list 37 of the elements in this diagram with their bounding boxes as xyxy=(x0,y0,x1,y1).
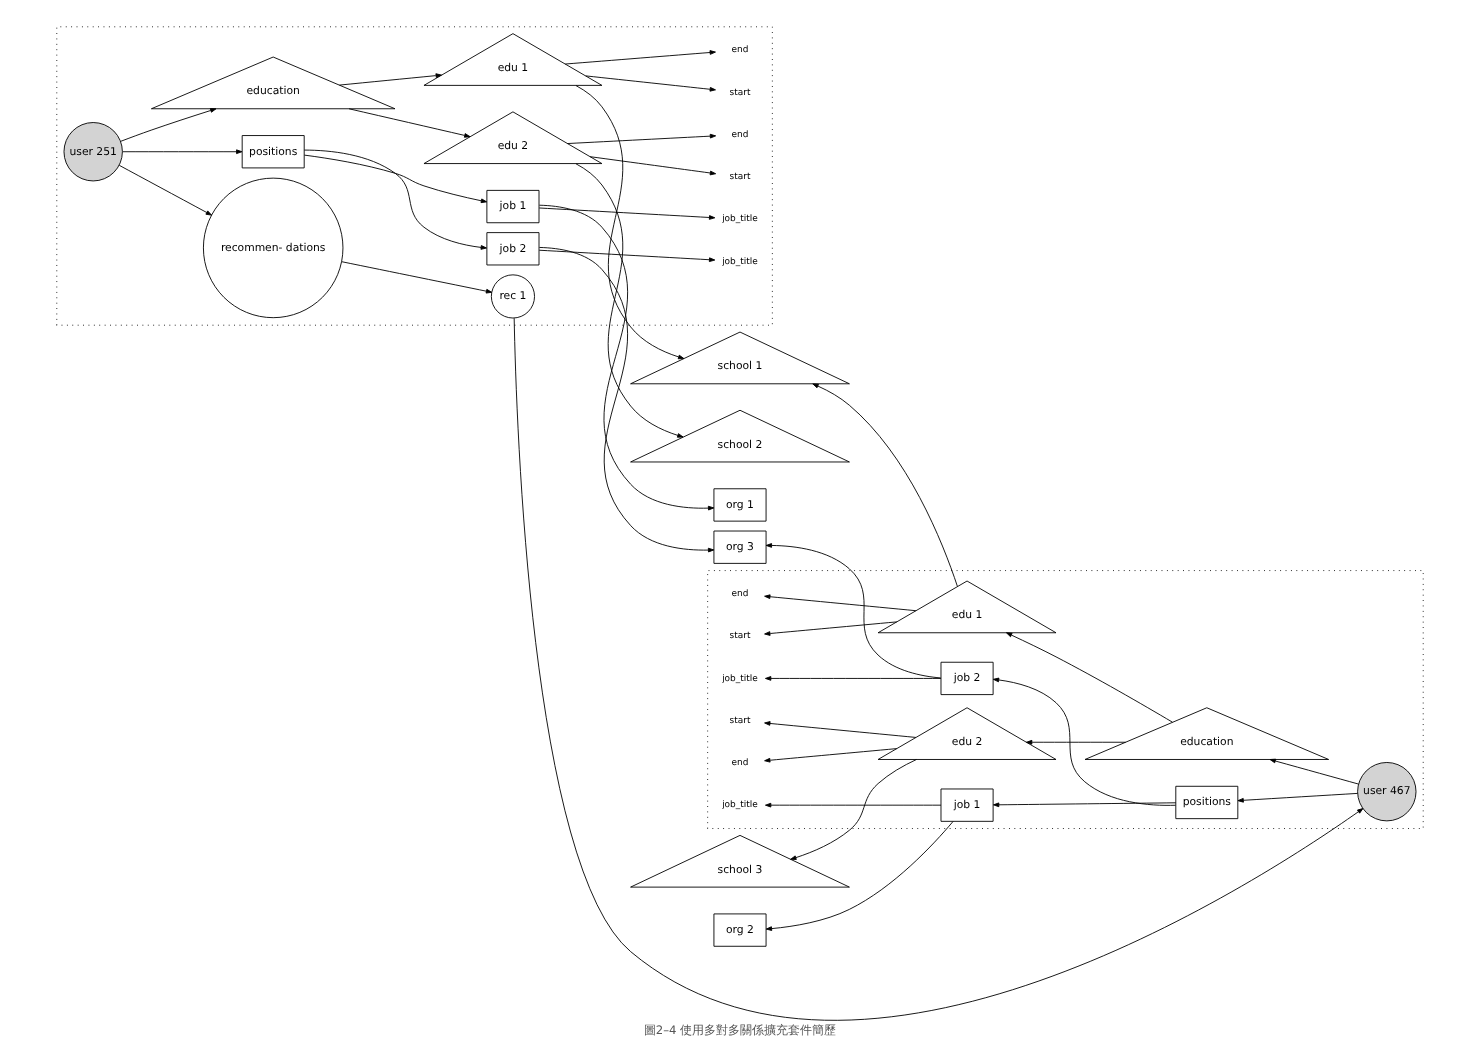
arrow xyxy=(341,261,493,294)
arrow xyxy=(764,721,917,738)
arrow xyxy=(122,149,243,155)
arrow xyxy=(1237,792,1359,803)
arrow xyxy=(812,383,958,587)
arrow xyxy=(764,748,898,763)
arrow xyxy=(538,204,715,511)
arrow xyxy=(764,621,898,636)
arrow xyxy=(790,759,917,860)
arrow xyxy=(513,317,1364,1021)
arrow xyxy=(538,249,716,263)
arrow xyxy=(538,247,715,553)
arrow xyxy=(538,207,716,220)
arrow xyxy=(120,108,217,142)
arrow xyxy=(765,802,942,808)
cluster xyxy=(56,26,773,326)
arrow xyxy=(992,677,1176,806)
arrow xyxy=(1269,758,1359,785)
arrow xyxy=(303,149,487,250)
arrow xyxy=(1026,739,1127,745)
arrow xyxy=(1005,632,1173,723)
arrow xyxy=(567,133,717,144)
arrow xyxy=(765,543,942,679)
arrow xyxy=(303,154,488,204)
arrow xyxy=(575,85,685,360)
arrow xyxy=(118,164,212,216)
arrow xyxy=(765,676,942,681)
arrow xyxy=(348,108,471,138)
arrow xyxy=(575,163,684,438)
arrow xyxy=(338,73,442,86)
arrow xyxy=(585,75,716,92)
arrow xyxy=(564,50,716,65)
arrow xyxy=(589,156,717,176)
arrow xyxy=(764,594,917,612)
arrow xyxy=(992,802,1177,808)
arrow xyxy=(765,821,954,931)
cluster xyxy=(707,570,1424,829)
